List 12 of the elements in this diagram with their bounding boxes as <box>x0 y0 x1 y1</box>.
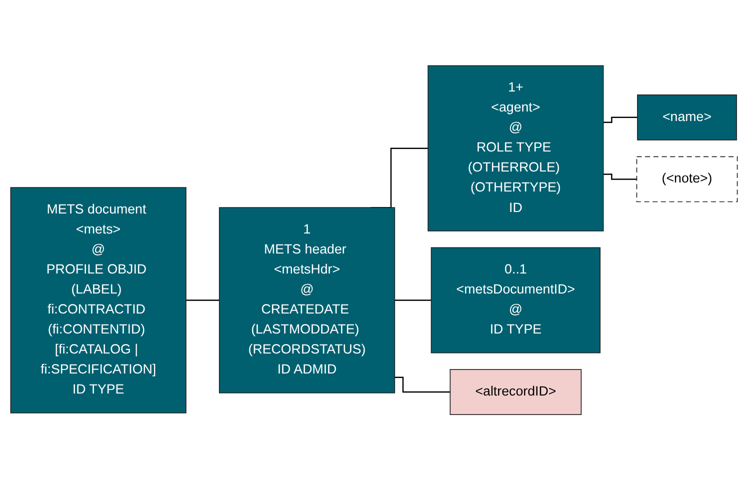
node-box: 1+ <agent> @ ROLE TYPE (OTHERROLE) (OTHERTYPE) ID <box>427 66 604 232</box>
node-box: 0..1 <metsDocumentID> @ ID TYPE <box>430 248 600 354</box>
connector <box>602 117 637 124</box>
node-box: METS document <mets> @ PROFILE OBJID (LABEL) fi:CONTRACTID (fi:CONTENTID) [fi:CATALOG | fi:SPECIFICATION] ID TYPE <box>10 187 186 414</box>
connector <box>185 300 219 302</box>
connector <box>394 377 450 394</box>
node-box: 1 METS header <metsHdr> @ CREATEDATE (LASTMODDATE) (RECORDSTATUS) ID ADMID <box>218 208 395 394</box>
connector <box>602 174 636 180</box>
connector <box>394 300 431 302</box>
node-box: (<note>) <box>636 156 738 203</box>
node-box: <name> <box>636 94 736 141</box>
node-box: <altrecordID> <box>449 369 582 416</box>
